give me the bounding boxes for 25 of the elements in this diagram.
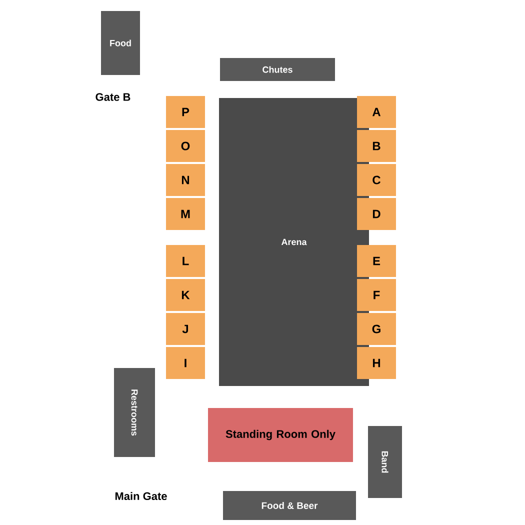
chutes-area: Chutes xyxy=(220,58,335,81)
seating-section: E xyxy=(357,245,396,277)
seating-section: G xyxy=(357,313,396,345)
seating-section: D xyxy=(357,198,396,230)
seating-section: F xyxy=(357,279,396,311)
seating-section: N xyxy=(166,164,205,196)
gate-label: Main Gate xyxy=(115,492,167,500)
seating-section: O xyxy=(166,130,205,162)
seating-section: H xyxy=(357,347,396,379)
seating-section: B xyxy=(357,130,396,162)
seating-section: C xyxy=(357,164,396,196)
food-beer-stand: Food & Beer xyxy=(223,491,356,520)
band-stage: Band xyxy=(368,426,402,498)
seating-section: P xyxy=(166,96,205,128)
seating-section: K xyxy=(166,279,205,311)
food-stand: Food xyxy=(101,11,140,75)
gate-label: Gate B xyxy=(96,93,130,101)
seating-section: I xyxy=(166,347,205,379)
standing-room-area: Standing Room Only xyxy=(208,408,353,462)
seating-section: L xyxy=(166,245,205,277)
arena-floor: Arena xyxy=(219,98,369,386)
restrooms-area: Restrooms xyxy=(114,368,155,457)
seating-section: A xyxy=(357,96,396,128)
seating-section: J xyxy=(166,313,205,345)
seating-section: M xyxy=(166,198,205,230)
